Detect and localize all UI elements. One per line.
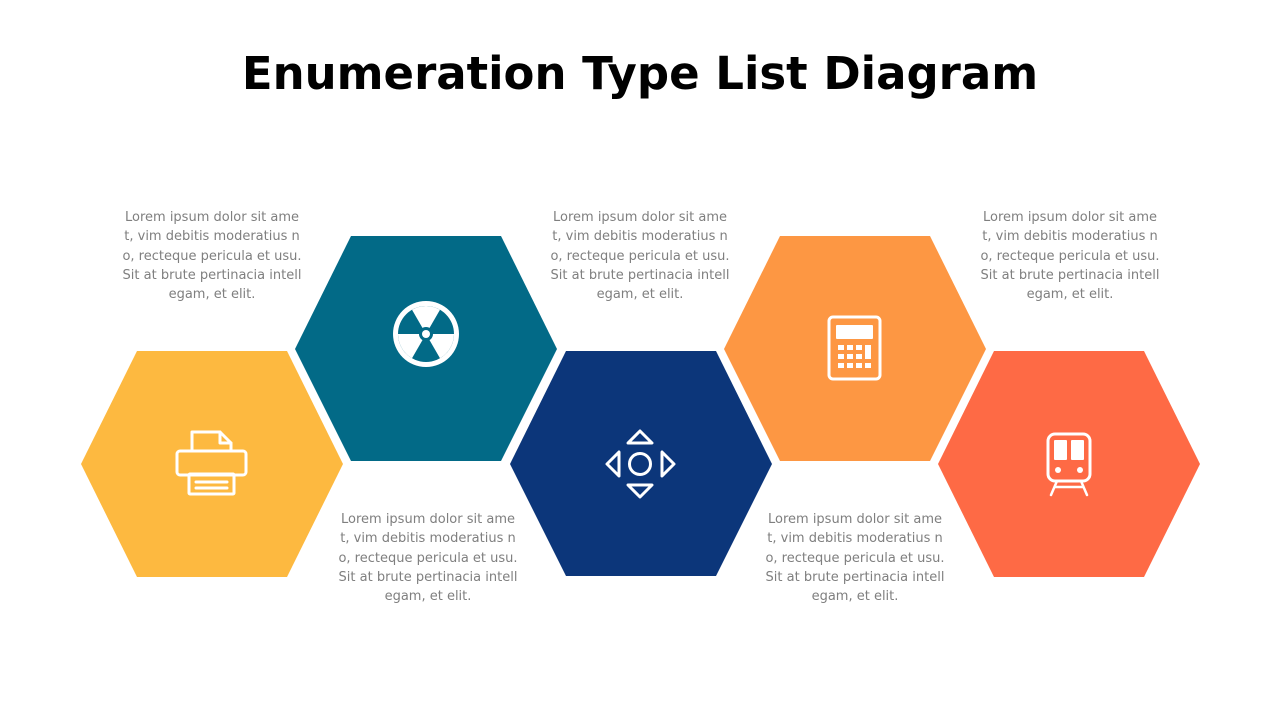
description-3: Lorem ipsum dolor sit amet, vim debitis … (550, 210, 730, 303)
printer-icon (175, 430, 248, 496)
calculator-icon (827, 315, 882, 381)
item-5 (938, 351, 1200, 577)
item-4 (724, 236, 986, 461)
directional-pad-icon (605, 429, 676, 499)
description-2: Lorem ipsum dolor sit amet, vim debitis … (338, 512, 518, 605)
item-3 (510, 351, 772, 576)
train-icon (1046, 432, 1092, 497)
hexagon-1 (81, 351, 343, 577)
radiation-icon (393, 301, 459, 367)
description-5: Lorem ipsum dolor sit amet, vim debitis … (980, 210, 1160, 303)
item-1 (81, 351, 343, 577)
item-2 (295, 236, 557, 461)
hexagon-3 (510, 351, 772, 576)
hexagon-5 (938, 351, 1200, 577)
hexagon-4 (724, 236, 986, 461)
page-title: Enumeration Type List Diagram (241, 47, 1039, 100)
description-1: Lorem ipsum dolor sit amet, vim debitis … (122, 210, 302, 303)
description-4: Lorem ipsum dolor sit amet, vim debitis … (765, 512, 945, 605)
